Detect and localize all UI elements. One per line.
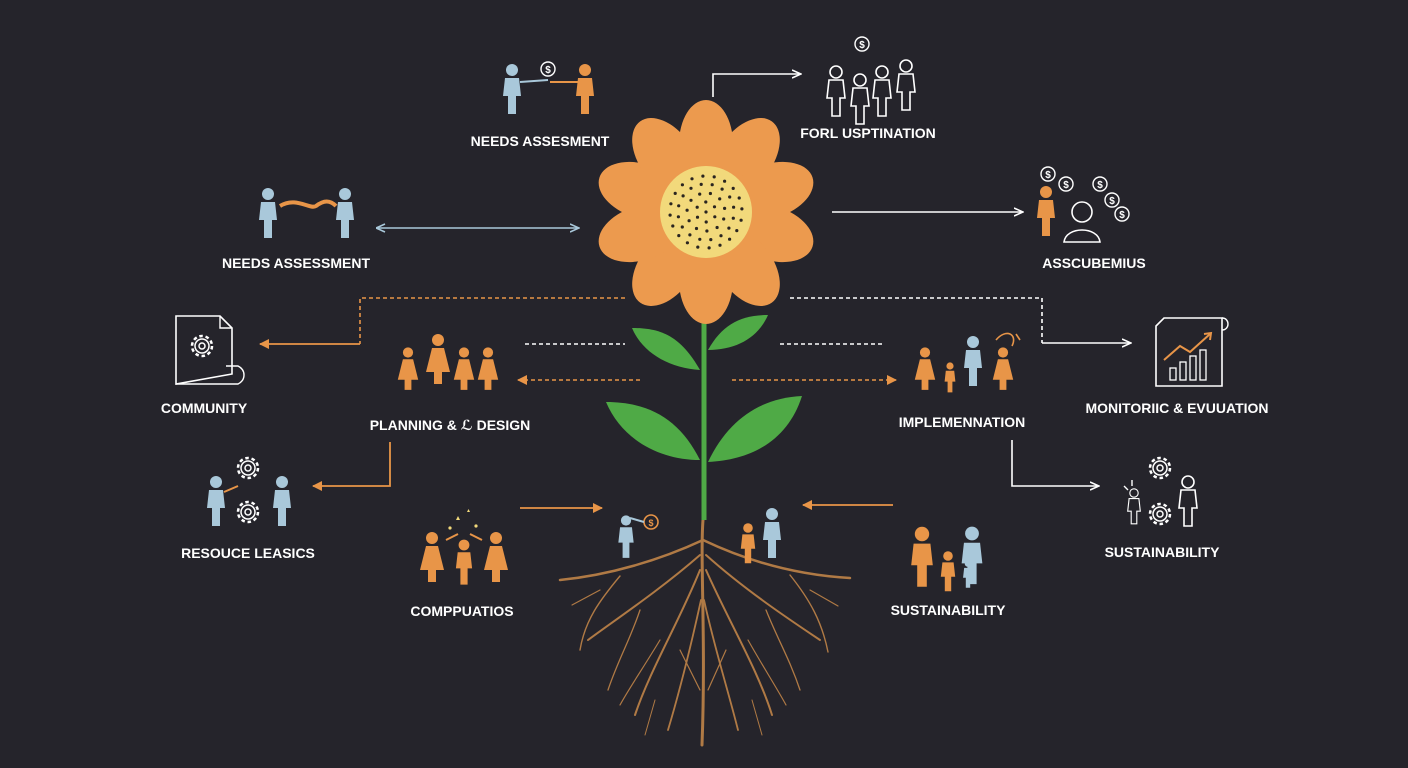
person-with-coins-icon — [1037, 166, 1130, 243]
family-of-four-icon — [911, 526, 983, 592]
seed-dot — [701, 174, 705, 178]
gears-and-person-icon — [1123, 456, 1198, 527]
label-resource-leasics: RESOUCE LEASICS — [181, 545, 315, 561]
seed-dot — [704, 200, 708, 204]
seed-dot — [687, 219, 691, 223]
seed-dot — [710, 183, 714, 187]
seed-dot — [728, 237, 732, 241]
label-monitoring-evaluation: MONITORIIC & EVUUATION — [1085, 400, 1268, 416]
seed-dot — [713, 215, 717, 219]
seed-dot — [699, 182, 703, 186]
seed-dot — [731, 216, 735, 220]
seed-dot — [694, 226, 699, 231]
two-people-handshake-icon — [259, 188, 354, 238]
label-compputios: COMPPUATIOS — [410, 603, 513, 619]
seed-dot — [704, 220, 708, 224]
label-forl-usptination: FORL USPTINATION — [800, 125, 936, 141]
seed-dot — [669, 202, 673, 206]
label-needs-assessment-left: NEEDS ASSESSMENT — [222, 255, 371, 271]
flower — [598, 100, 814, 324]
arrow-top-right — [712, 74, 800, 97]
seed-dot — [685, 241, 690, 245]
seed-dot — [735, 229, 739, 233]
seed-dot — [696, 245, 700, 249]
seed-dot — [728, 195, 732, 199]
seed-dot — [681, 194, 685, 198]
dashed-link-right — [790, 297, 1043, 343]
dashed-link-left — [359, 297, 625, 344]
seed-dot — [698, 192, 702, 196]
label-asscubemius: ASSCUBEMIUS — [1042, 255, 1145, 271]
document-with-gear-icon — [175, 315, 245, 385]
seed-dot — [704, 210, 708, 214]
seed-dot — [695, 215, 700, 219]
seed-dot — [690, 177, 694, 181]
seed-dot — [715, 225, 719, 230]
seed-dot — [685, 208, 689, 212]
leaf-right-small — [708, 315, 768, 350]
svg-text:$: $ — [648, 518, 653, 528]
seed-dot — [698, 237, 702, 241]
family-with-idea-icon — [914, 332, 1021, 393]
seed-dot — [727, 226, 731, 230]
seed-dot — [712, 175, 716, 179]
seed-dot — [739, 218, 743, 222]
seed-dot — [722, 217, 726, 221]
seed-dot — [676, 215, 681, 219]
seed-dot — [707, 246, 711, 250]
label-needs-assessment-top: NEEDS ASSESMENT — [471, 133, 610, 149]
leaf-left-large — [606, 402, 700, 460]
label-sustainability-center: SUSTAINABILITY — [891, 602, 1007, 618]
label-community: COMMUNITY — [161, 400, 248, 416]
seed-dot — [718, 243, 722, 247]
person-with-dollar-icon: $ — [618, 514, 659, 558]
seed-dot — [673, 191, 677, 195]
seed-dot — [720, 187, 724, 191]
seed-dot — [689, 186, 693, 190]
seed-dot — [680, 225, 684, 229]
seed-dot — [677, 234, 681, 238]
seed-dot — [668, 213, 672, 217]
flower-seeds — [668, 174, 744, 250]
leaf-right-large — [708, 396, 802, 462]
seed-dot — [737, 196, 741, 200]
parent-and-child-icon — [740, 508, 781, 564]
people-with-gears-icon — [207, 456, 291, 526]
roots — [558, 518, 852, 747]
people-exchanging-money-icon — [503, 61, 594, 114]
seed-dot — [695, 205, 699, 209]
seed-dot — [731, 186, 735, 190]
seed-dot — [718, 197, 722, 201]
group-with-dollar-icon — [826, 36, 916, 125]
seed-dot — [677, 204, 681, 208]
celebrating-family-icon — [420, 509, 508, 585]
stem-and-leaves — [606, 315, 802, 520]
seed-dot — [705, 229, 709, 233]
label-sustainability-right: SUSTAINABILITY — [1105, 544, 1221, 560]
label-planning-design: PLANNING & ℒ DESIGN — [370, 417, 531, 433]
seed-dot — [723, 179, 727, 183]
seed-dot — [709, 238, 713, 242]
connector-lines — [259, 74, 1130, 513]
seed-dot — [719, 234, 723, 238]
leaf-left-small — [632, 328, 700, 370]
arrow-to-resource — [312, 442, 391, 491]
arrow-to-sustainability-right — [1011, 440, 1098, 486]
seed-dot — [740, 207, 744, 211]
seed-dot — [723, 206, 727, 210]
seed-dot — [712, 205, 717, 209]
growth-chart-report-icon — [1155, 317, 1229, 387]
seed-dot — [680, 183, 685, 187]
seed-dot — [689, 198, 693, 202]
family-group-icon — [397, 334, 499, 390]
label-implemennation: IMPLEMENNATION — [899, 414, 1026, 430]
seed-dot — [732, 205, 736, 209]
seed-dot — [671, 224, 675, 228]
seed-dot — [708, 191, 713, 196]
seed-dot — [688, 233, 692, 237]
